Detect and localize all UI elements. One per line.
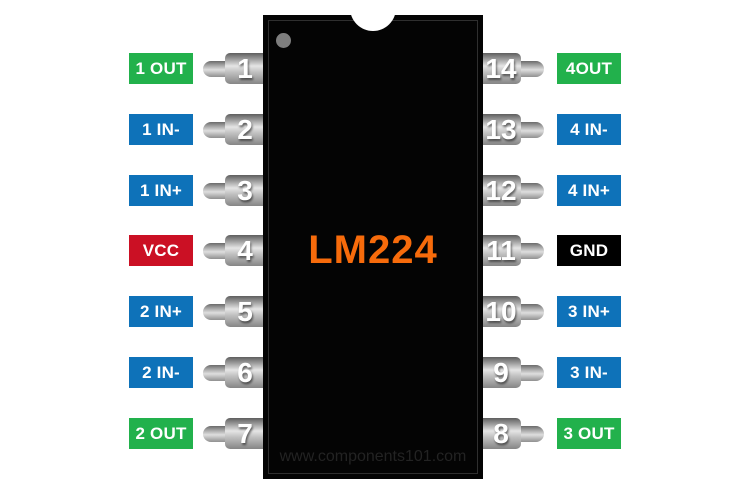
pin-lead: 6 bbox=[225, 357, 265, 388]
pin-lead: 3 bbox=[225, 175, 265, 206]
pin-number: 4 bbox=[237, 235, 253, 266]
pin-stub bbox=[517, 365, 544, 381]
pin-number: 8 bbox=[493, 418, 509, 449]
pin-stub bbox=[203, 61, 230, 77]
pin-stub bbox=[517, 61, 544, 77]
pin-function-label: 4 IN- bbox=[557, 114, 621, 145]
pin-function-label: 3 IN- bbox=[557, 357, 621, 388]
pin-stub bbox=[203, 183, 230, 199]
pin-stub bbox=[517, 183, 544, 199]
pin-number: 14 bbox=[485, 53, 517, 84]
pin-stub bbox=[517, 243, 544, 259]
pin-function-label: 2 IN+ bbox=[129, 296, 193, 327]
pin-function-label: 2 IN- bbox=[129, 357, 193, 388]
pin-lead: 11 bbox=[481, 235, 521, 266]
pin-number: 7 bbox=[237, 418, 253, 449]
pin-function-label: 4 IN+ bbox=[557, 175, 621, 206]
pin-function-label: GND bbox=[557, 235, 621, 266]
pin-function-label: 1 OUT bbox=[129, 53, 193, 84]
pin-number: 2 bbox=[237, 114, 253, 145]
pin-lead: 13 bbox=[481, 114, 521, 145]
pin-number: 1 bbox=[237, 53, 253, 84]
pin-function-label: 1 IN+ bbox=[129, 175, 193, 206]
pin-number: 10 bbox=[485, 296, 517, 327]
chip-body: LM224 www.components101.com bbox=[263, 0, 483, 479]
pin-stub bbox=[203, 243, 230, 259]
pin-stub bbox=[203, 426, 230, 442]
pin-function-label: VCC bbox=[129, 235, 193, 266]
pin-stub bbox=[203, 365, 230, 381]
pin-lead: 5 bbox=[225, 296, 265, 327]
pin-lead: 7 bbox=[225, 418, 265, 449]
pin-number: 5 bbox=[237, 296, 253, 327]
pin-function-label: 3 OUT bbox=[557, 418, 621, 449]
pin-lead: 2 bbox=[225, 114, 265, 145]
pin-number: 12 bbox=[485, 175, 517, 206]
pin-stub bbox=[203, 304, 230, 320]
pin-lead: 4 bbox=[225, 235, 265, 266]
pin-stub bbox=[517, 304, 544, 320]
part-number: LM224 bbox=[308, 228, 438, 272]
pin1-indicator-dot-icon bbox=[276, 33, 291, 48]
pin-number: 3 bbox=[237, 175, 253, 206]
watermark: www.components101.com bbox=[279, 448, 467, 465]
pin-stub bbox=[203, 122, 230, 138]
pin-lead: 1 bbox=[225, 53, 265, 84]
pin-number: 9 bbox=[493, 357, 509, 388]
pin-lead: 10 bbox=[481, 296, 521, 327]
pin-function-label: 2 OUT bbox=[129, 418, 193, 449]
pin-number: 11 bbox=[486, 235, 516, 266]
pin-lead: 8 bbox=[481, 418, 521, 449]
pin-stub bbox=[517, 122, 544, 138]
pin-number: 6 bbox=[237, 357, 253, 388]
pin-lead: 9 bbox=[481, 357, 521, 388]
pin-lead: 14 bbox=[481, 53, 521, 84]
pin-number: 13 bbox=[485, 114, 517, 145]
pin-function-label: 3 IN+ bbox=[557, 296, 621, 327]
pin-lead: 12 bbox=[481, 175, 521, 206]
pin-function-label: 1 IN- bbox=[129, 114, 193, 145]
pin-stub bbox=[517, 426, 544, 442]
pin-function-label: 4OUT bbox=[557, 53, 621, 84]
